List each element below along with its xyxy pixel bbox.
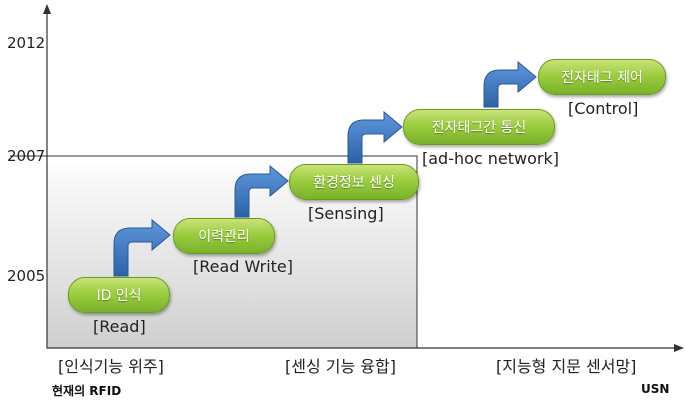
axis-label-recognition-focus: [인식기능 위주] bbox=[58, 357, 164, 376]
corner-label-current-rfid: 현재의 RFID bbox=[52, 384, 122, 398]
axis-label-intelligent-sensor-network: [지능형 지문 센서망] bbox=[496, 357, 637, 376]
step-arrow-4 bbox=[483, 60, 537, 108]
axis-label-sensing-fusion: [센싱 기능 융합] bbox=[285, 357, 396, 376]
stage-pill-inter-tag-communication: 전자태그간 통신 bbox=[403, 109, 555, 145]
year-label-2005: 2005 bbox=[7, 267, 46, 285]
step-arrow-3 bbox=[347, 110, 403, 164]
y-axis-arrowhead bbox=[43, 4, 51, 14]
stage-pill-environment-sensing: 환경정보 센싱 bbox=[289, 164, 419, 200]
stage-pill-history-management: 이력관리 bbox=[173, 218, 275, 254]
stage-caption-control: [Control] bbox=[568, 99, 639, 118]
stage-caption-read-write: [Read Write] bbox=[193, 257, 294, 276]
stage-caption-ad-hoc-network: [ad-hoc network] bbox=[422, 149, 560, 168]
year-label-2007: 2007 bbox=[7, 147, 46, 165]
x-axis-arrowhead bbox=[674, 344, 684, 352]
year-label-2012: 2012 bbox=[7, 34, 46, 52]
stage-pill-tag-control: 전자태그 제어 bbox=[538, 59, 666, 95]
step-arrow-2 bbox=[234, 164, 289, 218]
stage-pill-id-recognition: ID 인식 bbox=[68, 277, 170, 313]
corner-label-usn: USN bbox=[641, 382, 670, 396]
stage-caption-read: [Read] bbox=[93, 317, 146, 336]
step-arrow-1 bbox=[113, 218, 171, 277]
stage-caption-sensing: [Sensing] bbox=[308, 204, 384, 223]
